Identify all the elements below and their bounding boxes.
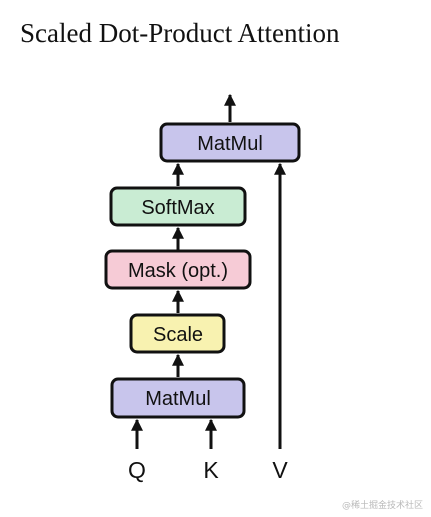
- matmul-top-label: MatMul: [197, 133, 263, 155]
- watermark: @稀土掘金技术社区: [341, 501, 423, 511]
- scale-label: Scale: [153, 324, 203, 346]
- diagram-title: Scaled Dot-Product Attention: [20, 18, 340, 48]
- matmul-top-block: MatMul: [159, 122, 301, 163]
- mask-block: Mask (opt.): [104, 249, 252, 290]
- input-v-label: V: [272, 457, 288, 483]
- input-k-label: K: [203, 457, 219, 483]
- softmax-label: SoftMax: [141, 197, 214, 219]
- matmul-bottom-block: MatMul: [110, 377, 246, 419]
- softmax-block: SoftMax: [109, 186, 247, 227]
- matmul-bottom-label: MatMul: [145, 388, 211, 410]
- input-q-label: Q: [128, 457, 146, 483]
- scale-block: Scale: [129, 313, 226, 354]
- mask-label: Mask (opt.): [128, 260, 228, 282]
